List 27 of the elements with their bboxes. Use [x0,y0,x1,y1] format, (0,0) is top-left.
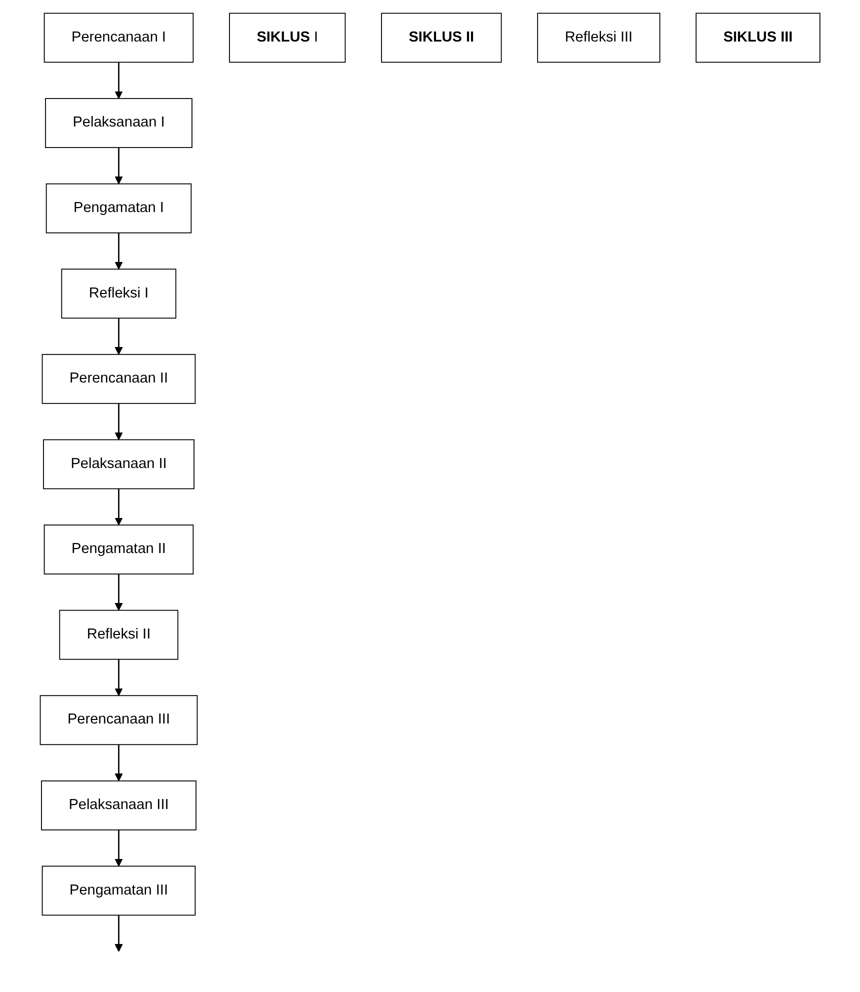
arrow [114,62,123,99]
arrow [114,830,123,867]
node-box [61,268,176,319]
node-box [44,12,194,63]
node-box [40,695,198,746]
arrow [114,659,123,696]
arrow [114,403,123,440]
node-box [228,12,346,63]
node-box [42,866,196,916]
node-box [42,439,194,490]
arrow [114,488,123,526]
arrow [114,574,123,611]
flowchart-diagram: Perencanaan I Refleksi I SIKLUS I Pelaksanaan I Pengamatan I Perencanaan II Refleksi II SIKLUS II Pelaksanaan II Pengamatan II Perencanaan III Refleksi III SIKLUS III Pelaksanaan III Pengamatan III [32,6,828,986]
arrow [114,232,123,270]
arrow [114,915,123,952]
node-box [44,524,194,574]
node-box [380,12,502,63]
arrow [114,318,123,355]
node-box [44,98,192,148]
node-box [42,354,196,404]
node-box [696,12,820,63]
node-box [40,780,196,830]
node-box [46,183,192,234]
arrow [114,148,123,184]
node-box [537,12,660,63]
arrow [114,744,123,782]
node-box [59,610,178,660]
